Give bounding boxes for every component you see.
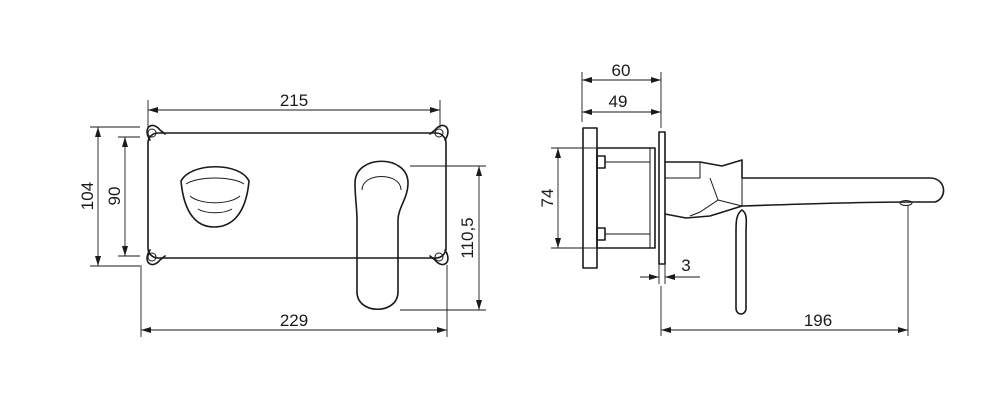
side-view	[582, 127, 945, 315]
dim-body-height: 74	[538, 189, 557, 208]
dim-plate-to-body: 49	[609, 92, 628, 111]
valve-body	[582, 127, 656, 269]
dim-plate-height-inner: 90	[105, 187, 124, 206]
spout	[664, 159, 945, 219]
side-dimensions: 60 49 74 3 196	[538, 61, 909, 336]
front-view	[146, 124, 449, 311]
spout-opening	[180, 165, 250, 228]
dim-plate-height-outer: 104	[78, 182, 97, 210]
mounting-lugs	[146, 124, 449, 266]
dim-total-width: 229	[280, 311, 308, 330]
front-dimensions: 215 229 104 90 110,5	[78, 91, 486, 337]
lever-handle	[354, 160, 409, 311]
wall-plate	[147, 132, 447, 259]
dim-body-depth: 60	[612, 61, 631, 80]
wall-plate-edge	[658, 131, 666, 265]
dim-lever-drop: 110,5	[458, 217, 477, 258]
dim-plate-thickness: 3	[681, 256, 690, 275]
dim-plate-width: 215	[280, 91, 308, 110]
dim-spout-projection: 196	[804, 311, 832, 330]
side-lever	[735, 209, 748, 315]
